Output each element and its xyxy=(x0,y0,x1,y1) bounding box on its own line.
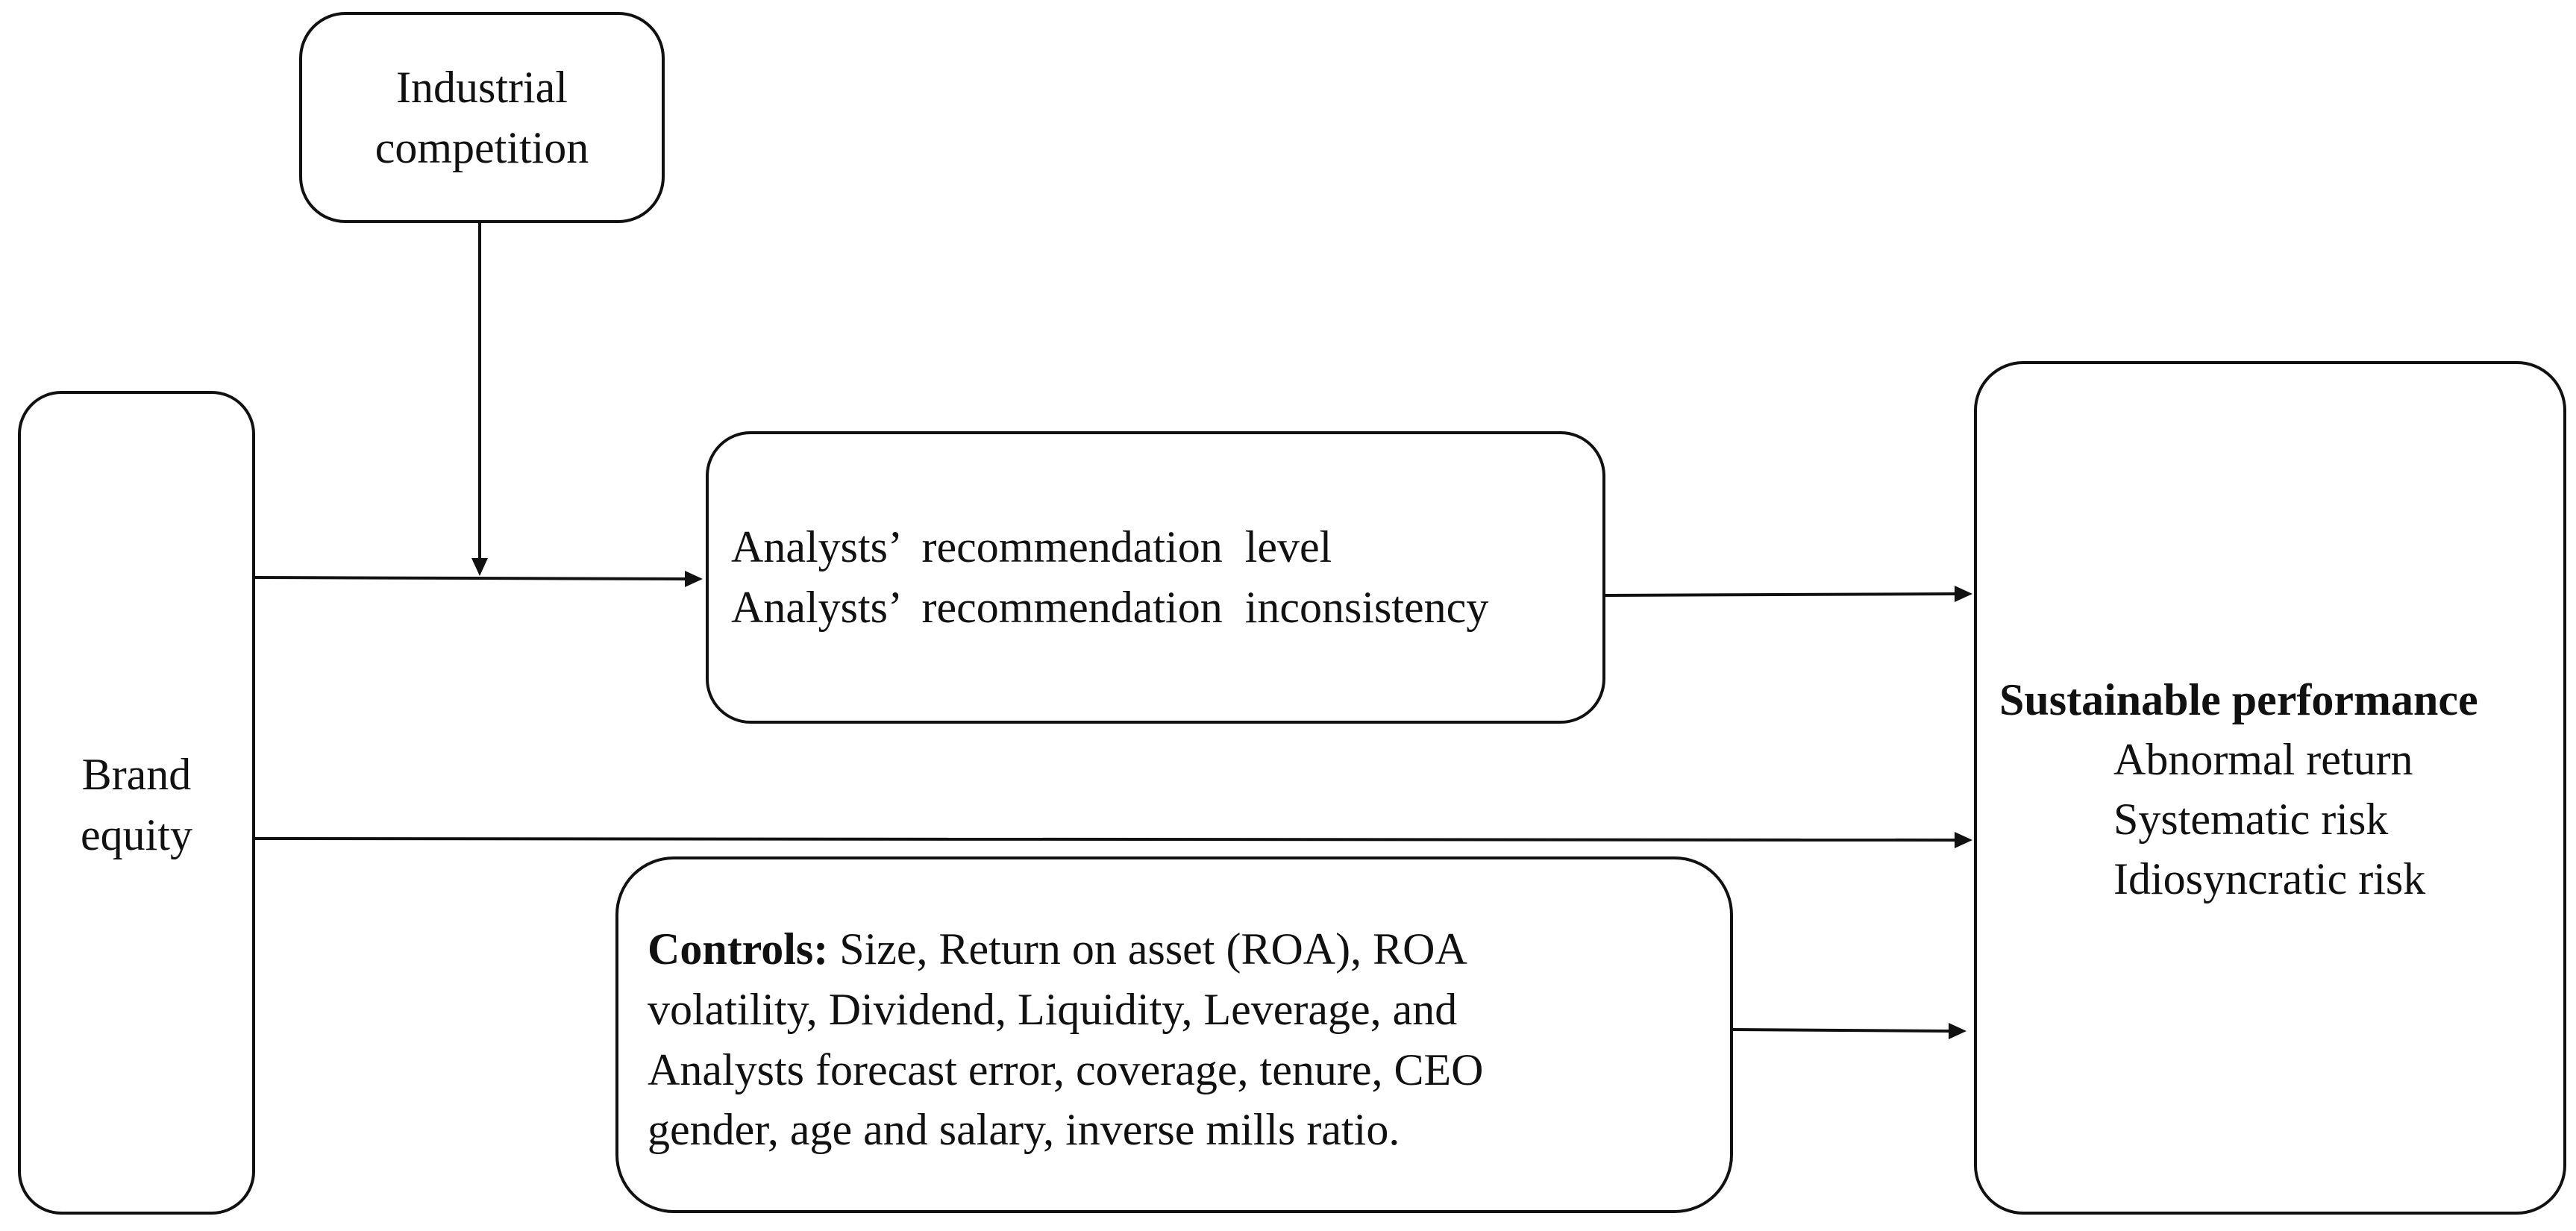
edge-brand-to-analysts-arrowhead xyxy=(685,571,703,587)
sustainable-performance-title: Sustainable performance xyxy=(1999,675,2478,724)
edge-analysts-to-sustainable-arrowhead xyxy=(1955,586,1972,602)
industrial-competition-node xyxy=(299,12,665,223)
sustainable-performance-node xyxy=(1974,361,2566,1215)
brand-equity-node xyxy=(18,391,255,1215)
sustainable-item-abnormal-return: Abnormal return xyxy=(2113,735,2413,784)
sustainable-item-systematic-risk: Systematic risk xyxy=(2113,795,2389,844)
analysts-label-line2: Analysts’ recommendation inconsistency xyxy=(731,583,1489,632)
brand-equity-label-line2: equity xyxy=(81,810,192,859)
edge-brand-to-sustainable-arrowhead xyxy=(1955,832,1972,848)
analysts-label-line1: Analysts’ recommendation level xyxy=(731,522,1332,571)
controls-text-line2: volatility, Dividend, Liquidity, Leverag… xyxy=(648,985,1458,1034)
controls-text-line4: gender, age and salary, inverse mills ra… xyxy=(648,1105,1400,1154)
controls-node xyxy=(615,856,1733,1213)
edge-controls-to-sustainable xyxy=(1732,1028,1949,1033)
industrial-competition-label-line1: Industrial xyxy=(396,63,568,112)
sustainable-item-idiosyncratic-risk: Idiosyncratic risk xyxy=(2113,854,2426,903)
controls-list-line1: Size, Return on asset (ROA), ROA xyxy=(828,924,1467,974)
edge-brand-to-analysts xyxy=(254,576,686,580)
edge-competition-arrowhead xyxy=(471,558,488,576)
controls-heading: Controls: xyxy=(648,924,829,974)
analysts-node xyxy=(706,431,1605,724)
controls-text-line1: Controls: Size, Return on asset (ROA), R… xyxy=(648,919,1467,980)
industrial-competition-label-line2: competition xyxy=(375,123,589,172)
controls-text-line3: Analysts forecast error, coverage, tenur… xyxy=(648,1045,1484,1094)
brand-equity-label-line1: Brand xyxy=(81,750,192,799)
edge-analysts-to-sustainable xyxy=(1605,592,1955,597)
edge-controls-to-sustainable-arrowhead xyxy=(1949,1023,1967,1039)
edge-brand-to-sustainable xyxy=(254,837,1955,842)
